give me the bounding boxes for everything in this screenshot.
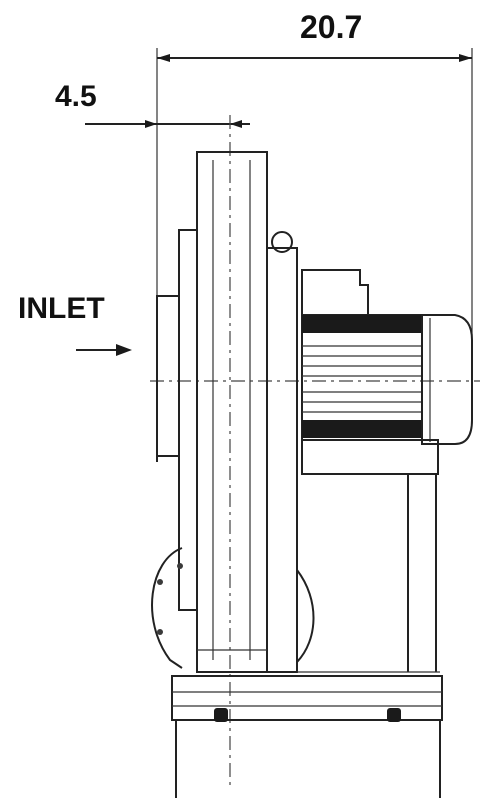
scroll-bolt-2 xyxy=(157,629,163,635)
motor xyxy=(301,269,473,445)
inlet-label: INLET xyxy=(18,292,105,325)
scroll-bolt-3 xyxy=(177,563,183,569)
mount-bolt-left xyxy=(214,708,228,722)
arrowhead-left xyxy=(157,54,170,62)
scroll-outline-right xyxy=(296,569,315,663)
inlet-offset-label: 4.5 xyxy=(55,80,97,113)
mount-bolt-right xyxy=(387,708,401,722)
base-frame xyxy=(171,675,443,798)
flange-body xyxy=(156,295,180,457)
inlet-cone xyxy=(178,229,198,611)
scroll-outline-left xyxy=(151,547,183,669)
fan-housing xyxy=(196,151,298,673)
inlet-indicator: INLET xyxy=(18,292,132,356)
volute-scroll xyxy=(151,547,315,669)
overall-width-label: 20.7 xyxy=(300,9,362,45)
arrowhead-right xyxy=(459,54,472,62)
terminal-box xyxy=(301,269,369,316)
motor-bottom-band xyxy=(302,420,422,438)
offset-arrow-left xyxy=(145,120,157,128)
base-rail xyxy=(171,675,443,721)
motor-cooling-fins xyxy=(302,345,422,413)
motor-fan-cowl xyxy=(421,314,473,445)
inlet-arrow-head xyxy=(116,344,132,356)
housing-backplate xyxy=(266,247,298,673)
inlet-flange xyxy=(156,229,198,611)
lifting-eye xyxy=(271,231,293,253)
pedestal-top xyxy=(301,439,439,475)
housing-outer xyxy=(196,151,268,673)
offset-arrow-right xyxy=(230,120,242,128)
scroll-bolt-1 xyxy=(157,579,163,585)
dimension-overall-width: 20.7 xyxy=(156,9,473,360)
motor-pedestal xyxy=(297,439,440,673)
motor-top-band xyxy=(302,315,422,333)
dimension-inlet-offset: 4.5 xyxy=(55,80,250,128)
